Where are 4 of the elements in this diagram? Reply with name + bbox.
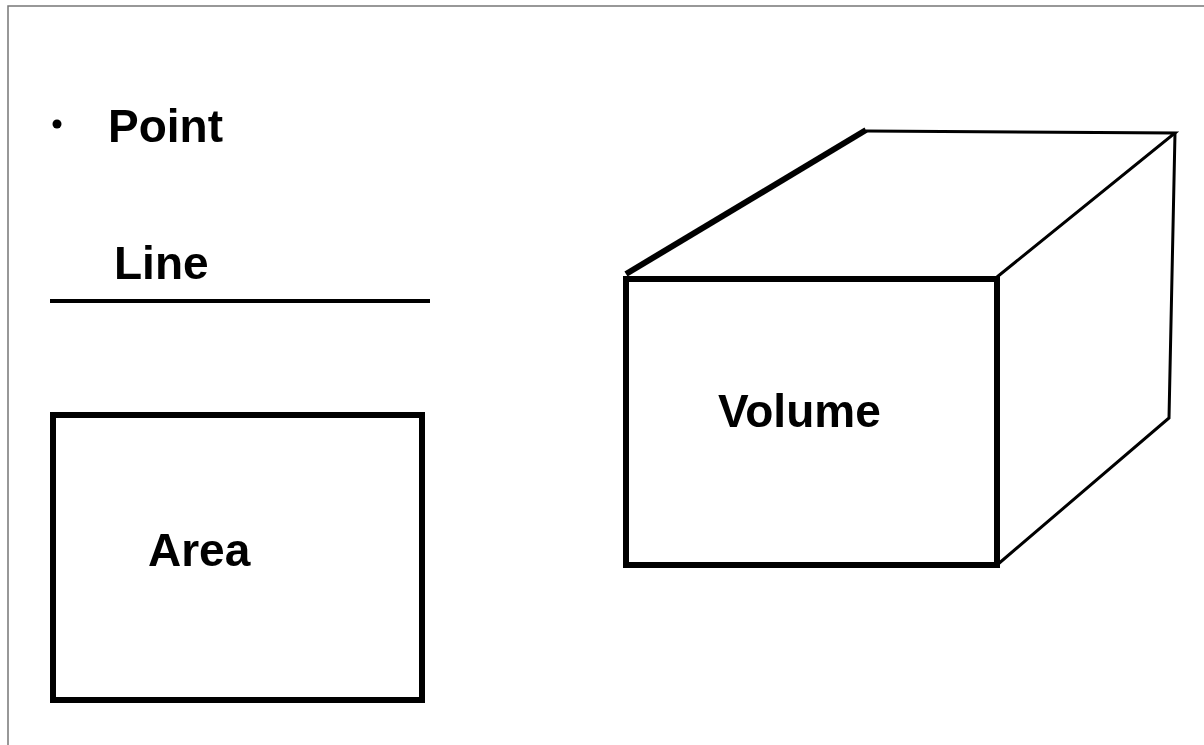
shape-label: Line bbox=[114, 240, 209, 286]
rectangle-shape bbox=[50, 412, 425, 703]
shape-label: Area bbox=[148, 527, 251, 573]
shape-label: Point bbox=[108, 103, 223, 149]
